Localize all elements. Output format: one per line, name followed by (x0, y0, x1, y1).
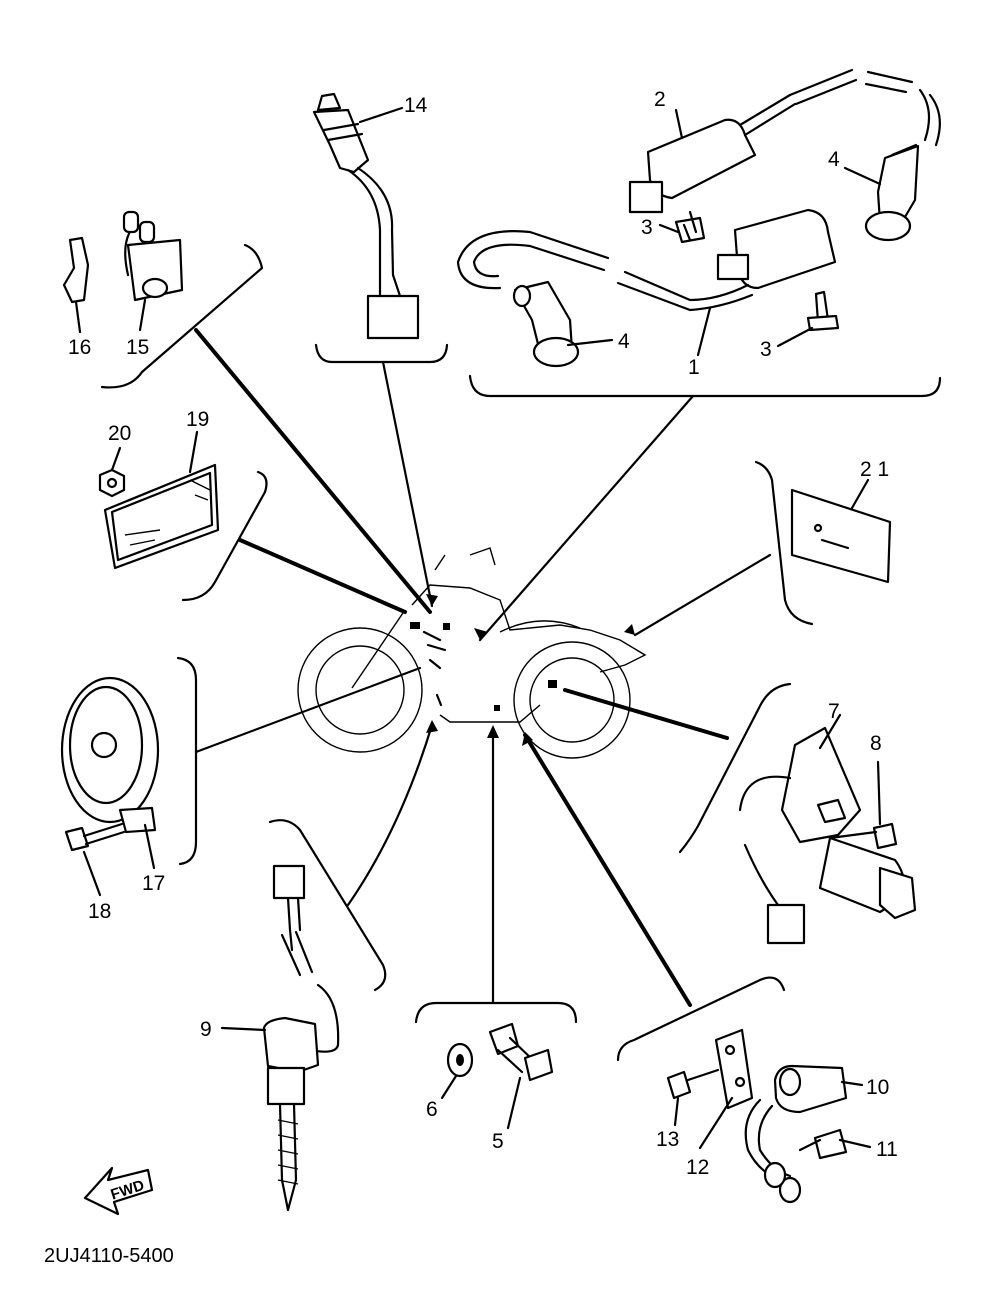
callout-6: 6 (426, 1098, 438, 1121)
part-6-washer (446, 1042, 474, 1078)
part-11-screw (798, 1128, 848, 1160)
callout-9: 9 (200, 1018, 212, 1041)
part-3-screws (674, 210, 840, 332)
drawing-code: 2UJ4110-5400 (44, 1245, 174, 1267)
callout-4b: 4 (828, 148, 840, 171)
part-4b-plug-cap (864, 143, 920, 242)
callout-18: 18 (88, 900, 111, 923)
callout-numbers: 14 2 3 4 4 1 3 16 15 20 19 2 1 7 8 17 18… (68, 88, 898, 1179)
callout-3a: 3 (641, 216, 653, 239)
part-9-sensor (262, 864, 340, 1212)
part-2b-ignition-coil (456, 208, 837, 312)
part-14-switch (312, 92, 420, 340)
callout-leaders (74, 106, 882, 1150)
callout-16: 16 (68, 336, 91, 359)
callout-4a: 4 (618, 330, 630, 353)
part-20-nut (98, 468, 126, 498)
callout-5: 5 (492, 1130, 504, 1153)
callout-12: 12 (686, 1156, 709, 1179)
part-15-relay (122, 210, 184, 302)
part-5-bolt (488, 1022, 554, 1082)
callout-17: 17 (142, 872, 165, 895)
callout-11: 11 (876, 1138, 898, 1161)
callout-10: 10 (866, 1076, 889, 1099)
callout-2: 2 (654, 88, 666, 111)
leader-lines (194, 328, 772, 1007)
forward-arrow-icon: FWD (83, 1166, 154, 1216)
part-18-bolt (64, 822, 126, 852)
callout-13: 13 (656, 1128, 679, 1151)
callout-20: 20 (108, 422, 131, 445)
part-13-bolt (666, 1068, 720, 1100)
callout-8: 8 (870, 732, 882, 755)
callout-7: 7 (828, 700, 840, 723)
part-8-bolt (828, 822, 898, 850)
part-16-bracket (62, 236, 90, 304)
part-21-reflector (790, 488, 892, 584)
motorcycle-silhouette (297, 547, 647, 759)
callout-19: 19 (186, 408, 209, 431)
group-brackets (100, 243, 942, 1062)
part-7-switch (738, 726, 917, 945)
callout-14: 14 (404, 94, 428, 117)
part-19-reflector (103, 463, 220, 570)
callout-15: 15 (126, 336, 149, 359)
callout-1: 1 (688, 356, 700, 379)
part-2-ignition-coil (628, 68, 941, 214)
part-12-bracket (714, 1028, 754, 1110)
part-17-horn (60, 676, 160, 834)
part-4a-plug-cap (512, 280, 580, 368)
callout-3b: 3 (760, 338, 772, 361)
callout-21: 2 1 (860, 458, 889, 481)
part-10-sensor (744, 1064, 848, 1204)
